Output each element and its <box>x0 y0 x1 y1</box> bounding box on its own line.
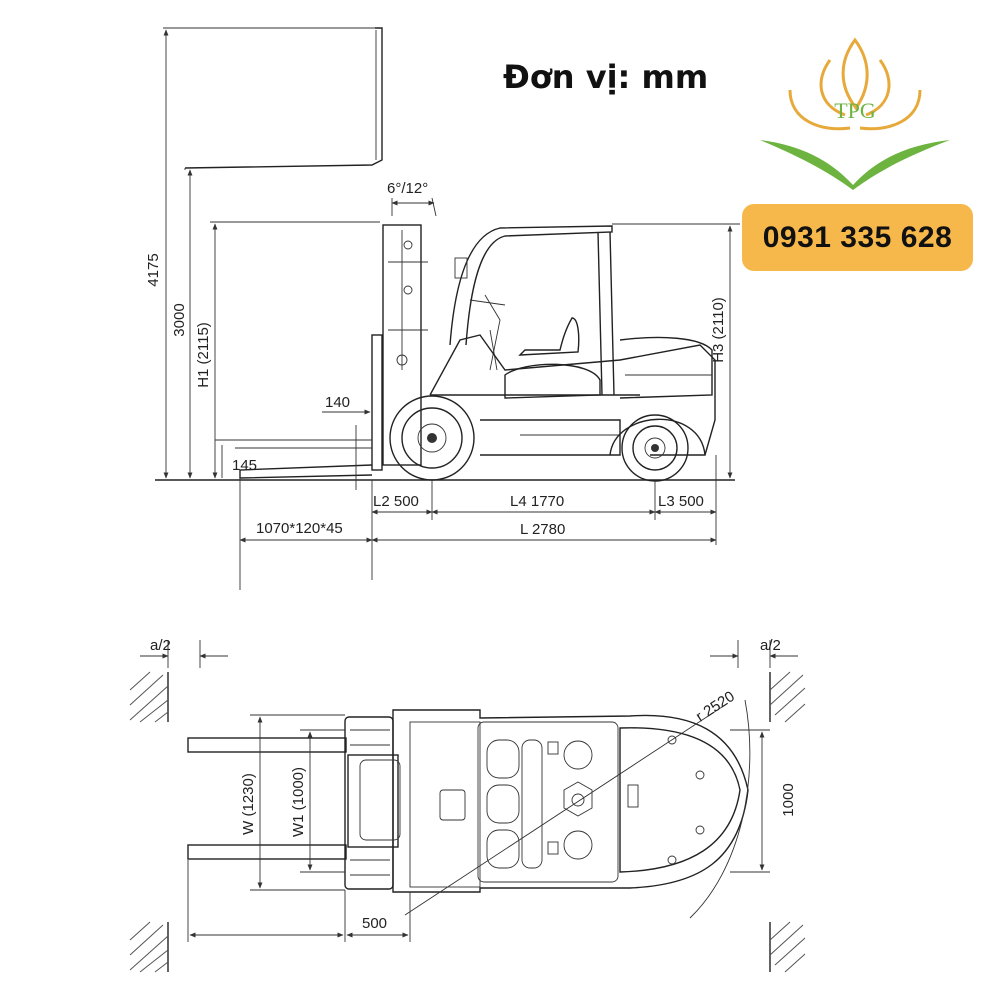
dim-h1: H1 (2115) <box>195 322 212 388</box>
phone-badge[interactable]: 0931 335 628 <box>742 204 973 271</box>
dim-w1: W1 (1000) <box>290 767 307 837</box>
dim-l3: L3 500 <box>658 493 704 510</box>
dim-radius: r 2520 <box>693 688 738 725</box>
dim-l2: L2 500 <box>373 493 419 510</box>
unit-label: Đơn vị: mm <box>503 58 709 96</box>
dim-w: W (1230) <box>240 773 257 835</box>
side-view: 4175 3000 H1 (2115) 145 140 6°/12° H3 (2… <box>145 27 740 590</box>
dim-145: 145 <box>232 457 257 474</box>
dim-140: 140 <box>325 394 350 411</box>
dim-l-total: L 2780 <box>520 521 565 538</box>
dim-tilt: 6°/12° <box>387 180 428 197</box>
dim-h3: H3 (2110) <box>710 297 727 363</box>
dim-l4: L4 1770 <box>510 493 564 510</box>
dim-bottom-500: 500 <box>362 915 387 932</box>
tpg-logo: TPG <box>760 37 950 190</box>
dim-4175: 4175 <box>145 253 162 286</box>
dim-a-left: a/2 <box>150 637 171 654</box>
dim-a-right: a/2 <box>760 637 781 654</box>
logo-text: TPG <box>834 98 876 123</box>
dim-3000: 3000 <box>171 303 188 336</box>
dim-width-right: 1000 <box>780 783 797 816</box>
dim-fork-size: 1070*120*45 <box>256 520 343 537</box>
top-view: a/2 a/2 <box>129 637 806 973</box>
